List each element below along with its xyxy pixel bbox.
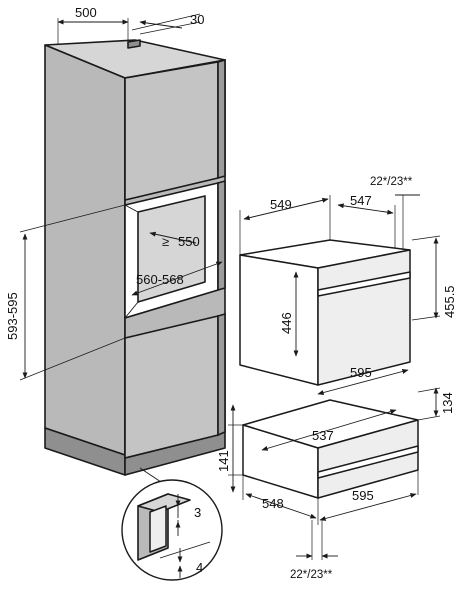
label-550: 550	[178, 234, 200, 249]
label-595-drawer: 595	[352, 488, 374, 503]
dim-installation-height: 593-595	[5, 204, 126, 381]
label-500: 500	[75, 5, 97, 20]
drawer-unit	[242, 399, 419, 499]
label-455-5: 455,5	[442, 285, 454, 318]
dim-oven-body-height: 446	[279, 271, 299, 357]
label-4: 4	[196, 560, 203, 575]
lower-door	[124, 312, 226, 460]
label-3: 3	[194, 505, 201, 520]
dim-drawer-width: 595	[319, 470, 419, 521]
detail-view: 3 4	[121, 467, 223, 581]
dim-cabinet-depth: 500	[57, 5, 129, 45]
label-30: 30	[190, 12, 204, 27]
label-22-23-top: 22*/23**	[370, 176, 413, 188]
label-22-23-bottom: 22*/23**	[290, 569, 333, 581]
oven-unit	[239, 239, 411, 386]
dim-oven-height: 455,5	[411, 235, 454, 321]
dim-drawer-depth: 548	[242, 475, 319, 525]
label-ge: ≥	[162, 234, 169, 249]
label-446: 446	[279, 312, 294, 334]
label-560-568: 560-568	[136, 272, 184, 287]
label-134: 134	[440, 392, 454, 414]
dim-oven-body-depth: 547	[337, 193, 396, 248]
dim-drawer-body-width: 537	[261, 409, 397, 451]
label-547: 547	[350, 193, 372, 208]
label-141: 141	[216, 450, 231, 472]
label-595-oven: 595	[350, 365, 372, 380]
dim-oven-front-gap: 22*/23**	[370, 176, 420, 250]
dim-oven-width: 595	[317, 365, 409, 395]
dim-niche-depth: ≥ 550	[149, 231, 200, 249]
upper-door	[124, 58, 226, 202]
dim-drawer-height: 134	[417, 387, 454, 421]
label-549: 549	[270, 197, 292, 212]
dim-cabinet-panel: 30	[131, 12, 204, 35]
dim-oven-depth: 549	[239, 195, 331, 255]
dim-drawer-front-height: 141	[216, 404, 243, 493]
label-593-595: 593-595	[5, 292, 20, 340]
label-548: 548	[262, 496, 284, 511]
label-537: 537	[312, 428, 334, 443]
dim-drawer-front-gap: 22*/23**	[290, 520, 338, 581]
dim-niche-height: 560-568	[131, 261, 223, 296]
